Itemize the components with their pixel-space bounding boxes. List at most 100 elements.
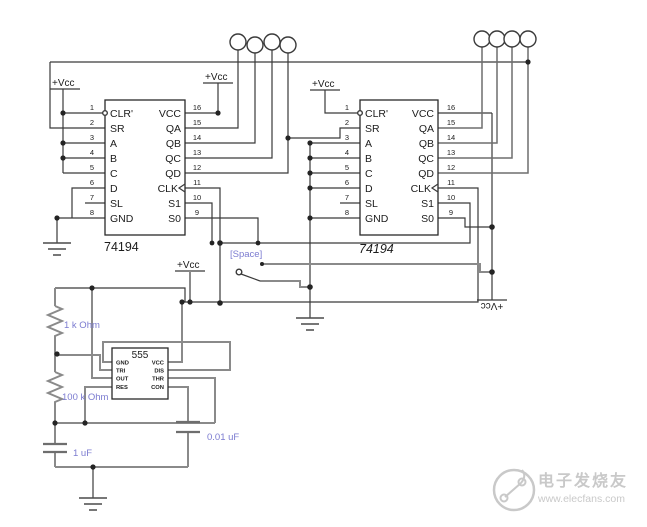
wire-layer-gray — [45, 263, 492, 498]
led — [246, 36, 264, 54]
junction-dots — [52, 59, 531, 470]
pin-number: 6 — [90, 178, 94, 187]
pin-number: 11 — [193, 178, 201, 187]
pin-number: 1 — [90, 103, 94, 112]
pin-label: S1 — [421, 198, 434, 210]
pin-number: 16 — [447, 103, 455, 112]
pin-label: QC — [418, 153, 434, 165]
pin-label: A — [110, 138, 117, 150]
ground-symbol — [79, 497, 107, 511]
vcc-label: +Vcc — [205, 72, 228, 83]
led — [279, 36, 297, 54]
ic1-74194: 1 2 3 4 5 6 7 8 CLR' SR A B C D SL GND V… — [90, 99, 201, 254]
pin-label: TRI — [116, 369, 126, 375]
pin-number: 14 — [193, 133, 201, 142]
space-switch[interactable]: [Space] — [230, 249, 264, 282]
pin-number: 15 — [193, 118, 201, 127]
pin-label: D — [365, 183, 373, 195]
inversion-bubble — [101, 109, 108, 116]
pin-number: 15 — [447, 118, 455, 127]
watermark: 电子发烧友 www.elecfans.com — [492, 468, 626, 512]
pin-label: D — [110, 183, 118, 195]
capacitor-c1-label: 1 uF — [73, 448, 92, 459]
ground-symbol — [43, 242, 71, 256]
pin-number: 5 — [90, 163, 94, 172]
pin-number: 12 — [447, 163, 455, 172]
ic1-name: 74194 — [104, 240, 139, 254]
watermark-logo-icon — [504, 469, 526, 498]
pin-number: 4 — [345, 148, 349, 157]
pin-number: 12 — [193, 163, 201, 172]
led — [503, 30, 521, 48]
pin-number: 8 — [345, 208, 349, 217]
pin-number: 10 — [447, 193, 455, 202]
pin-label: SR — [110, 123, 125, 135]
pin-label: A — [365, 138, 372, 150]
pin-number: 2 — [90, 118, 94, 127]
pin-number: 16 — [193, 103, 201, 112]
watermark-logo-icon — [499, 493, 509, 503]
ic2-74194: 1 2 3 4 5 6 7 8 CLR' SR A B C D SL GND V… — [345, 99, 455, 256]
led — [263, 33, 281, 51]
resistor-r2-label: 100 k Ohm — [62, 392, 109, 403]
pin-number: 9 — [195, 208, 199, 217]
watermark-url: www.elecfans.com — [537, 493, 625, 505]
pin-label: SR — [365, 123, 380, 135]
pin-label: GND — [365, 213, 389, 225]
watermark-logo-icon — [517, 477, 527, 487]
pin-label: S1 — [168, 198, 181, 210]
pin-label: THR — [152, 377, 165, 383]
pin-label: S0 — [421, 213, 434, 225]
vcc-label-rotated: +Vcc — [481, 300, 504, 311]
pin-label: DIS — [154, 369, 164, 375]
pin-label: SL — [365, 198, 378, 210]
led — [473, 30, 491, 48]
vcc-label: +Vcc — [312, 79, 335, 90]
pin-label: CLK — [411, 183, 431, 195]
pin-label: QA — [419, 123, 434, 135]
pin-number: 9 — [449, 208, 453, 217]
pin-label: C — [110, 168, 118, 180]
resistor-r2 — [45, 371, 65, 423]
pin-number: 14 — [447, 133, 455, 142]
capacitor-c2-label: 0.01 uF — [207, 432, 239, 443]
led — [488, 30, 506, 48]
pin-number: 5 — [345, 163, 349, 172]
pin-label: B — [365, 153, 372, 165]
pin-number: 7 — [345, 193, 349, 202]
switch-lever[interactable] — [240, 273, 261, 282]
ic2-name: 74194 — [359, 242, 394, 256]
capacitor-c2 — [176, 420, 200, 434]
led-bank-right — [473, 30, 537, 48]
pin-label: C — [365, 168, 373, 180]
pin-label: CLR' — [110, 108, 133, 120]
pin-label: QB — [166, 138, 181, 150]
switch-key-label: [Space] — [230, 249, 262, 260]
pin-number: 3 — [345, 133, 349, 142]
pin-number: 13 — [447, 148, 455, 157]
pin-label: QD — [418, 168, 434, 180]
pin-label: GND — [110, 213, 134, 225]
resistor-r1-label: 1 k Ohm — [64, 320, 100, 331]
switch-contact — [260, 262, 264, 266]
pin-label: SL — [110, 198, 123, 210]
pin-number: 6 — [345, 178, 349, 187]
pin-label: VCC — [159, 108, 182, 120]
led-wires-right — [438, 47, 529, 174]
pin-label: B — [110, 153, 117, 165]
pin-label: QC — [165, 153, 181, 165]
switch-pole[interactable] — [235, 268, 243, 276]
ic1-body — [104, 99, 186, 236]
led — [519, 30, 537, 48]
pin-number: 10 — [193, 193, 201, 202]
ground-symbol — [296, 317, 324, 331]
inversion-bubble — [357, 109, 364, 116]
pin-label: CLK — [158, 183, 178, 195]
pin-label: OUT — [116, 377, 129, 383]
led — [229, 33, 247, 51]
pin-number: 13 — [193, 148, 201, 157]
pin-label: VCC — [412, 108, 435, 120]
vcc-label: +Vcc — [52, 78, 75, 89]
